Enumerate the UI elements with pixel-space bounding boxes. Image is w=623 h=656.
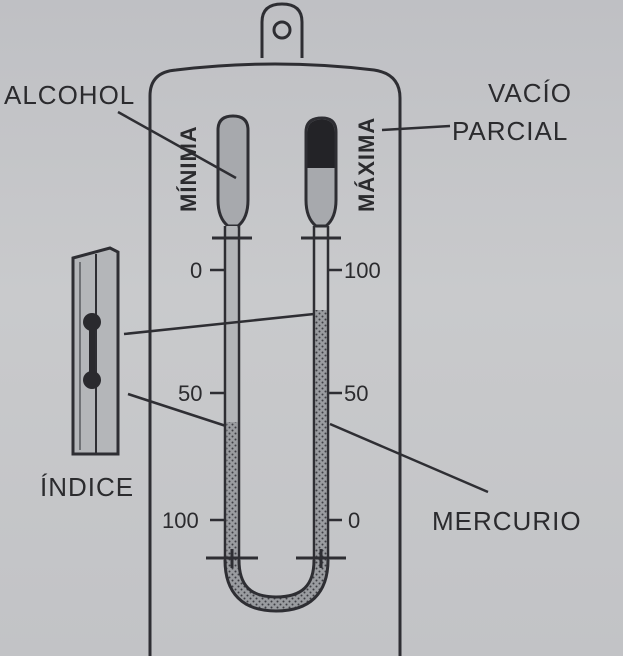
maxima-scale-50: 50	[344, 381, 369, 406]
minima-scale-100: 100	[162, 508, 199, 533]
minima-label: MÍNIMA	[176, 125, 201, 212]
alcohol-bulb	[216, 114, 250, 228]
u-bend	[223, 559, 330, 613]
index-enlarged	[71, 246, 120, 456]
vacio-leader	[381, 124, 451, 132]
hanging-hole-icon	[272, 20, 292, 40]
mercurio-leader	[329, 422, 489, 494]
maxima-scale-100: 100	[344, 258, 381, 283]
partial-vacuum-fill	[307, 119, 335, 168]
maxima-mercury-column	[315, 310, 327, 562]
indice-bottom-leader	[127, 392, 227, 428]
maxima-scale-0: 0	[348, 508, 361, 533]
vacio-label: VACÍO	[488, 78, 572, 108]
hanging-tab	[260, 2, 304, 58]
maxima-bulb	[304, 116, 338, 228]
alcohol-leader	[117, 110, 237, 180]
minima-scale-50: 50	[178, 381, 203, 406]
maxima-label: MÁXIMA	[354, 116, 379, 212]
index-dumbbell-icon	[83, 313, 101, 389]
leader-lines	[117, 110, 489, 494]
alcohol-label: ALCOHOL	[4, 80, 136, 110]
maxima-tube	[312, 226, 330, 562]
mounting-clips	[206, 236, 346, 568]
u-bend-mercury	[226, 559, 327, 610]
indice-label: ÍNDICE	[40, 472, 135, 502]
thermometer-board	[148, 62, 402, 656]
minima-scale-0: 0	[190, 258, 203, 283]
minima-tube	[223, 226, 241, 562]
parcial-label: PARCIAL	[452, 116, 569, 146]
minima-mercury-column	[226, 422, 238, 562]
alcohol-column	[226, 226, 238, 422]
mercurio-label: MERCURIO	[432, 506, 582, 536]
indice-top-leader	[123, 312, 315, 336]
scale-ticks	[210, 268, 342, 522]
